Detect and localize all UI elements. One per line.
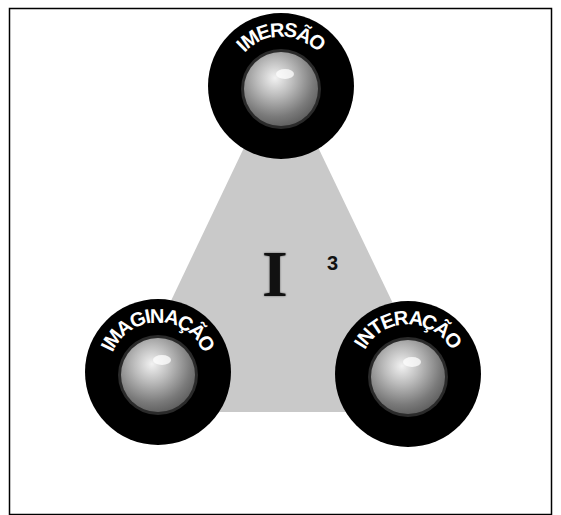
curved-label: IMERSÃO xyxy=(208,13,354,159)
sphere-node: IMERSÃO xyxy=(208,13,354,159)
curved-label: INTERAÇÃO xyxy=(335,301,481,447)
sphere-node: INTERAÇÃO xyxy=(335,301,481,447)
curved-label: IMAGINAÇÃO xyxy=(85,299,231,445)
center-letter: I xyxy=(262,238,288,311)
superscript-number: 3 xyxy=(327,252,338,274)
frame-border xyxy=(10,9,552,515)
sphere-node: IMAGINAÇÃO xyxy=(85,299,231,445)
